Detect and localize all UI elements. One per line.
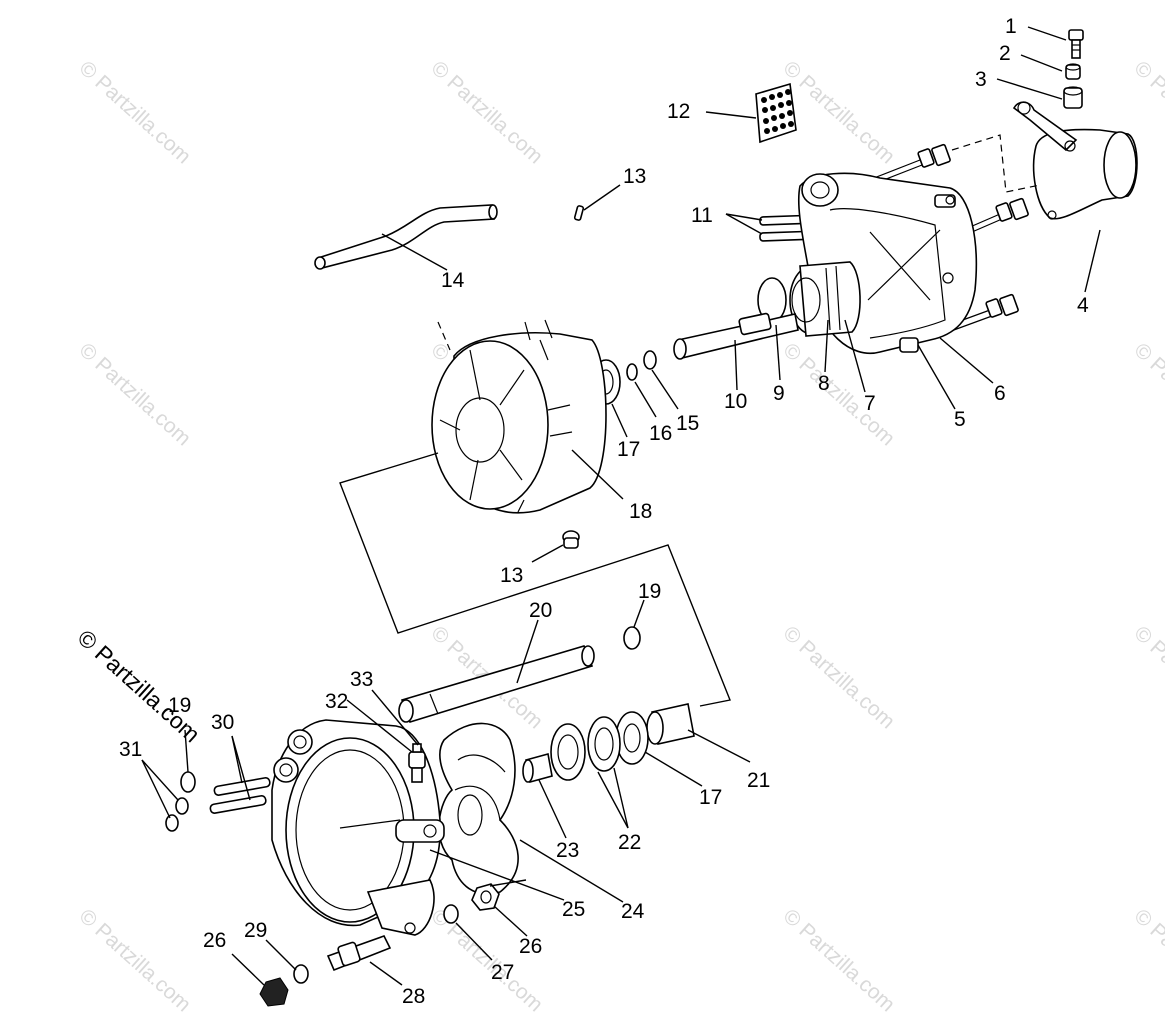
watermark: © Partzilla.com <box>1130 622 1165 734</box>
bolt-part-6-mid <box>939 197 1029 246</box>
callout-5: 5 <box>954 408 966 431</box>
callout-9: 9 <box>773 382 785 405</box>
watermark: © Partzilla.com <box>75 339 196 451</box>
callout-32: 32 <box>325 690 348 713</box>
callout-23: 23 <box>556 839 579 862</box>
watermark: © Partzilla.com <box>75 57 196 169</box>
bolt-part-6-low <box>929 293 1019 339</box>
plug-part-13 <box>573 205 585 221</box>
watermark: © Partzilla.com <box>427 57 548 169</box>
callout-20: 20 <box>529 599 552 622</box>
callout-1: 1 <box>1005 15 1017 38</box>
callout-3: 3 <box>975 68 987 91</box>
watermark: © Partzilla.com <box>75 905 196 1017</box>
callout-10: 10 <box>724 390 747 413</box>
stud-part-28 <box>326 935 392 972</box>
assembly-line <box>437 321 451 351</box>
pump-housing-lower <box>271 719 445 936</box>
spacer-part-2 <box>1065 63 1081 80</box>
callout-29: 29 <box>244 919 267 942</box>
callout-13-lower: 13 <box>500 564 523 587</box>
assembly-line <box>951 134 1041 193</box>
washer-part-27 <box>443 904 459 924</box>
watermark: © Partzilla.com <box>1130 339 1165 451</box>
callout-13: 13 <box>623 165 646 188</box>
callout-14: 14 <box>441 269 465 292</box>
callout-6: 6 <box>994 382 1006 405</box>
watermark: © Partzilla.com <box>779 57 900 169</box>
wear-ring-housing-part-18 <box>431 319 607 514</box>
watermark: © Partzilla.com <box>779 339 900 451</box>
callout-4: 4 <box>1077 294 1089 317</box>
watermark: © Partzilla.com <box>1130 905 1165 1017</box>
sleeve-part-21 <box>646 703 695 745</box>
washer-part-31b <box>165 814 179 832</box>
o-ring-part-19 <box>623 626 641 650</box>
callout-30: 30 <box>211 711 234 734</box>
spacer-part-23 <box>522 752 553 784</box>
o-ring-part-15 <box>643 350 657 370</box>
callout-24: 24 <box>621 900 645 923</box>
callout-16: 16 <box>649 422 672 445</box>
decal-part-12 <box>755 82 797 144</box>
callout-27: 27 <box>491 961 514 984</box>
fitting-part-32-33 <box>408 743 426 783</box>
callout-labels: 1 2 3 4 5 6 7 8 9 10 11 12 13 14 15 16 1… <box>119 15 1089 1008</box>
callout-2: 2 <box>999 42 1011 65</box>
callout-7: 7 <box>864 392 876 415</box>
shaft-part-20 <box>398 645 595 723</box>
watermark: © Partzilla.com <box>779 905 900 1017</box>
nut-part-26 <box>471 883 500 911</box>
callout-28: 28 <box>402 985 425 1008</box>
nut-part-26-lower <box>259 977 289 1007</box>
callout-31: 31 <box>119 738 142 761</box>
callout-19-left: 19 <box>168 694 191 717</box>
bearing-assembly-part-7-8 <box>789 261 861 337</box>
o-ring-part-19-left <box>180 771 196 793</box>
watermark: © Partzilla.com <box>427 905 548 1017</box>
callout-26-lower: 26 <box>203 929 226 952</box>
plug-part-13-lower <box>562 530 580 549</box>
steering-nozzle-part-4 <box>1012 101 1138 220</box>
callout-18: 18 <box>629 500 652 523</box>
callout-12: 12 <box>667 100 690 123</box>
bearing-part-17-lower <box>615 711 649 765</box>
seal-part-22 <box>550 716 621 781</box>
callout-33: 33 <box>350 668 373 691</box>
watermark-layer: © Partzilla.com © Partzilla.com © Partzi… <box>75 57 1165 1017</box>
watermark: © Partzilla.com <box>779 622 900 734</box>
assembly-frame <box>339 452 731 707</box>
callout-17-lower: 17 <box>699 786 722 809</box>
callout-15: 15 <box>676 412 699 435</box>
impeller-part-24 <box>438 722 519 895</box>
washer-part-29 <box>293 964 309 984</box>
callout-25: 25 <box>562 898 585 921</box>
hose-part-14 <box>314 204 498 270</box>
stud-part-30 <box>209 777 271 814</box>
drive-shaft-part-10 <box>673 312 799 360</box>
washer-part-16 <box>626 363 638 381</box>
watermark-main: © Partzilla.com <box>73 624 206 747</box>
leader-lines <box>141 26 1101 986</box>
bolt-part-1 <box>1068 29 1084 59</box>
callout-22: 22 <box>618 831 641 854</box>
callout-26: 26 <box>519 935 542 958</box>
callout-21: 21 <box>747 769 770 792</box>
callout-19: 19 <box>638 580 661 603</box>
bushing-part-3 <box>1063 86 1083 109</box>
callout-17: 17 <box>617 438 640 461</box>
callout-11: 11 <box>691 204 713 227</box>
callout-8: 8 <box>818 372 830 395</box>
washer-part-31 <box>175 797 189 815</box>
